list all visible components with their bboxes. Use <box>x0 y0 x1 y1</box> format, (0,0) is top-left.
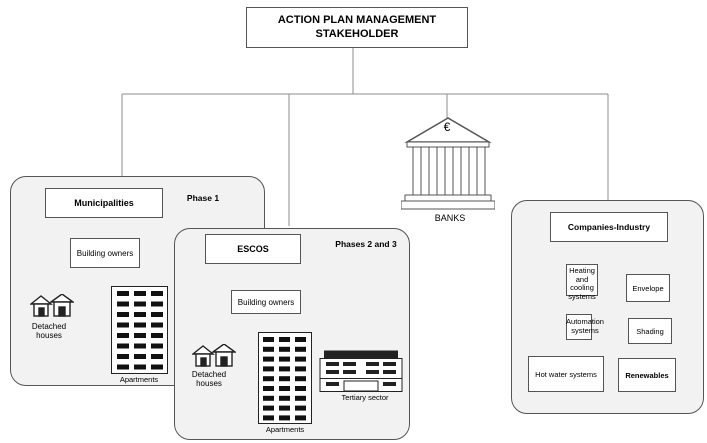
municipalities-building-owners-box: Building owners <box>70 238 140 268</box>
window <box>151 301 163 307</box>
window <box>117 322 129 328</box>
window <box>263 395 274 401</box>
shading-box: Shading <box>628 318 672 344</box>
window <box>134 333 146 338</box>
municipalities-box: Municipalities <box>45 188 163 218</box>
window <box>295 415 306 421</box>
window <box>151 291 163 296</box>
tertiary-building-icon <box>319 350 403 392</box>
escos-box: ESCOS <box>205 234 301 264</box>
detached-houses-icon <box>192 344 236 367</box>
automation-systems-box <box>566 314 592 340</box>
window <box>151 333 163 338</box>
window <box>117 354 129 359</box>
escos-building-owners-box: Building owners <box>231 290 301 314</box>
window <box>263 356 274 362</box>
hot-water-systems-box: Hot water systems <box>528 356 604 392</box>
tertiary-sector-label: Tertiary sector <box>341 393 389 402</box>
window <box>263 346 274 352</box>
window <box>279 405 290 411</box>
window <box>151 354 163 359</box>
heating-cooling-systems-box <box>566 264 598 296</box>
phase-1-label: Phase 1 <box>186 193 220 203</box>
detached-line-1: Detached <box>191 370 227 379</box>
window <box>263 376 274 382</box>
window <box>117 343 129 349</box>
title-box: ACTION PLAN MANAGEMENT STAKEHOLDER <box>246 7 468 48</box>
window <box>279 356 290 362</box>
window <box>295 346 306 352</box>
escos-apartments-label: Apartments <box>265 425 305 434</box>
window <box>279 337 290 342</box>
window <box>134 343 146 349</box>
bank-symbol: € <box>443 120 451 134</box>
detached-line-1: Detached <box>31 322 67 331</box>
window <box>134 291 146 296</box>
apartments-building-icon <box>111 286 168 374</box>
window <box>295 337 306 342</box>
title-line-2: STAKEHOLDER <box>315 27 399 40</box>
window <box>295 386 306 391</box>
window <box>117 312 129 317</box>
municipalities-detached-houses-label: Detached houses <box>24 322 74 340</box>
window <box>151 312 163 317</box>
automation-line-1: Automation <box>566 317 604 326</box>
window <box>279 395 290 401</box>
escos-detached-houses-label: Detached houses <box>184 370 234 388</box>
window <box>134 364 146 370</box>
envelope-box: Envelope <box>626 274 670 302</box>
window <box>263 337 274 342</box>
window <box>117 301 129 307</box>
window <box>279 346 290 352</box>
bank-icon <box>401 117 495 210</box>
window <box>279 366 290 372</box>
window <box>263 405 274 411</box>
window <box>263 366 274 372</box>
heating-line-2: cooling <box>570 283 594 293</box>
apartments-building-icon <box>258 332 312 424</box>
window <box>151 343 163 349</box>
municipalities-apartments-label: Apartments <box>119 375 159 384</box>
window <box>151 364 163 370</box>
window <box>263 415 274 421</box>
phases-2-3-label: Phases 2 and 3 <box>335 239 397 249</box>
title-line-1: ACTION PLAN MANAGEMENT <box>277 13 437 26</box>
window <box>295 366 306 372</box>
window <box>117 291 129 296</box>
window <box>295 376 306 382</box>
companies-industry-box: Companies-Industry <box>550 212 668 242</box>
detached-line-2: houses <box>36 331 62 341</box>
window <box>151 322 163 328</box>
detached-houses-icon <box>30 294 74 317</box>
window <box>295 405 306 411</box>
window <box>134 354 146 359</box>
window <box>117 333 129 338</box>
window <box>279 415 290 421</box>
window <box>279 386 290 391</box>
automation-line-2: systems <box>571 325 599 335</box>
heating-line-3: systems <box>568 291 596 301</box>
detached-line-2: houses <box>196 379 222 389</box>
window <box>134 312 146 317</box>
heating-line-1: Heating and <box>569 266 595 284</box>
renewables-box: Renewables <box>618 358 676 392</box>
window <box>134 322 146 328</box>
window <box>295 356 306 362</box>
banks-label: BANKS <box>434 213 466 223</box>
window <box>263 386 274 391</box>
window <box>295 395 306 401</box>
heating-cooling-systems-label: Heating and cooling systems <box>566 266 598 302</box>
window <box>134 301 146 307</box>
window <box>279 376 290 382</box>
automation-systems-label: Automation systems <box>563 317 607 335</box>
window <box>117 364 129 370</box>
